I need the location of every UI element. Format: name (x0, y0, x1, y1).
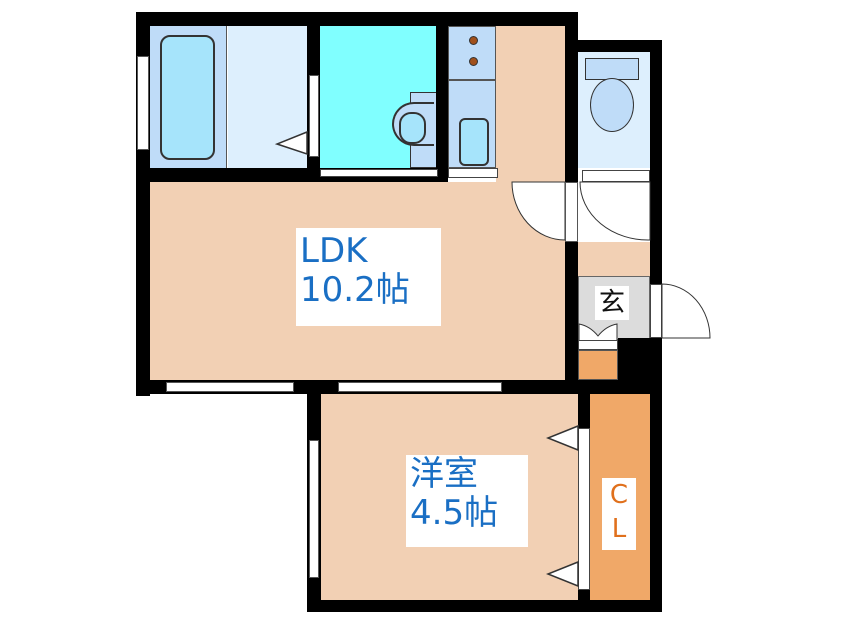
kitchen-sink (459, 118, 489, 166)
shoe-cabinet-edge (578, 340, 618, 350)
ldk-doorway (565, 182, 578, 242)
washroom-door-panel (309, 75, 319, 157)
stove-burner-2 (469, 57, 478, 66)
shoe-cabinet-doors (578, 323, 618, 340)
kitchen-stove (448, 26, 496, 80)
wall-right-annex (565, 40, 662, 52)
closet-door-arrow-top (545, 424, 579, 452)
bath-door-icon (274, 130, 308, 156)
western-window (309, 440, 319, 578)
closet-sliding-door[interactable] (578, 428, 590, 590)
wall-wash-divider (436, 12, 448, 182)
bathtub (160, 35, 215, 160)
toilet-bowl (590, 78, 634, 132)
western-room-name: 洋室 (410, 454, 478, 494)
wall-entrance-block (618, 338, 662, 394)
wall-bottom (307, 600, 662, 612)
toilet-door-swing (579, 181, 651, 241)
storage-small (578, 350, 618, 380)
ldk-window-right (338, 382, 502, 392)
toilet-door (582, 170, 650, 182)
ldk-size: 10.2帖 (300, 270, 410, 311)
entrance-front-door[interactable] (650, 284, 662, 338)
bathroom-window (137, 56, 149, 150)
ldk-window-left (166, 382, 294, 392)
entrance-label: 玄 (595, 286, 629, 320)
wall-top-main (136, 12, 578, 26)
stove-burner-1 (469, 36, 478, 45)
ldk-label: LDK 10.2帖 (296, 228, 441, 326)
western-room-label: 洋室 4.5帖 (406, 454, 528, 547)
kitchen-counter-edge (448, 168, 498, 178)
kitchen-floor (496, 26, 565, 182)
closet-door-arrow-bottom (545, 560, 579, 588)
front-door-swing (661, 283, 711, 339)
ldk-door-swing (511, 181, 566, 241)
ldk-name: LDK (300, 231, 368, 271)
hall-floor (578, 242, 650, 276)
washbasin-bowl (399, 112, 426, 144)
toilet-tank (585, 58, 639, 80)
washroom-sliding-door (320, 169, 438, 177)
western-room-size: 4.5帖 (410, 493, 499, 534)
closet-label: C L (602, 478, 636, 550)
